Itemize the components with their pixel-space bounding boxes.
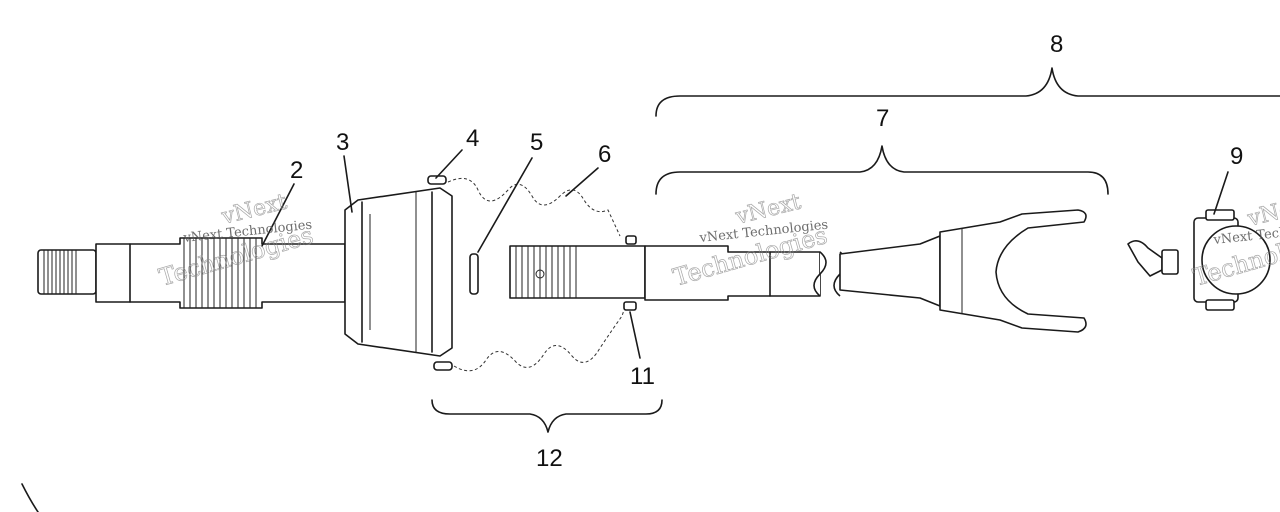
leader-lines xyxy=(261,149,1229,359)
universal-joint-cross xyxy=(1127,209,1271,311)
stub-shaft xyxy=(37,237,346,309)
shaft-tube xyxy=(509,209,1087,333)
retaining-ring xyxy=(469,253,479,295)
callout-9: 9 xyxy=(1230,143,1243,170)
guard-bearing xyxy=(447,177,627,372)
callout-3: 3 xyxy=(336,129,349,156)
callout-11: 11 xyxy=(630,363,655,390)
callout-7: 7 xyxy=(876,105,889,132)
callout-5: 5 xyxy=(530,129,543,156)
guard-cone xyxy=(344,187,453,357)
callout-4: 4 xyxy=(466,125,479,152)
callout-8: 8 xyxy=(1050,31,1063,58)
callout-2: 2 xyxy=(290,157,303,184)
callout-6: 6 xyxy=(598,141,611,168)
bearing-clips xyxy=(427,175,453,371)
bracket-12 xyxy=(431,399,663,433)
bracket-7 xyxy=(655,145,1109,195)
callout-12: 12 xyxy=(536,445,563,472)
partial-bracket-edge xyxy=(21,483,39,512)
bracket-8 xyxy=(655,67,1280,117)
